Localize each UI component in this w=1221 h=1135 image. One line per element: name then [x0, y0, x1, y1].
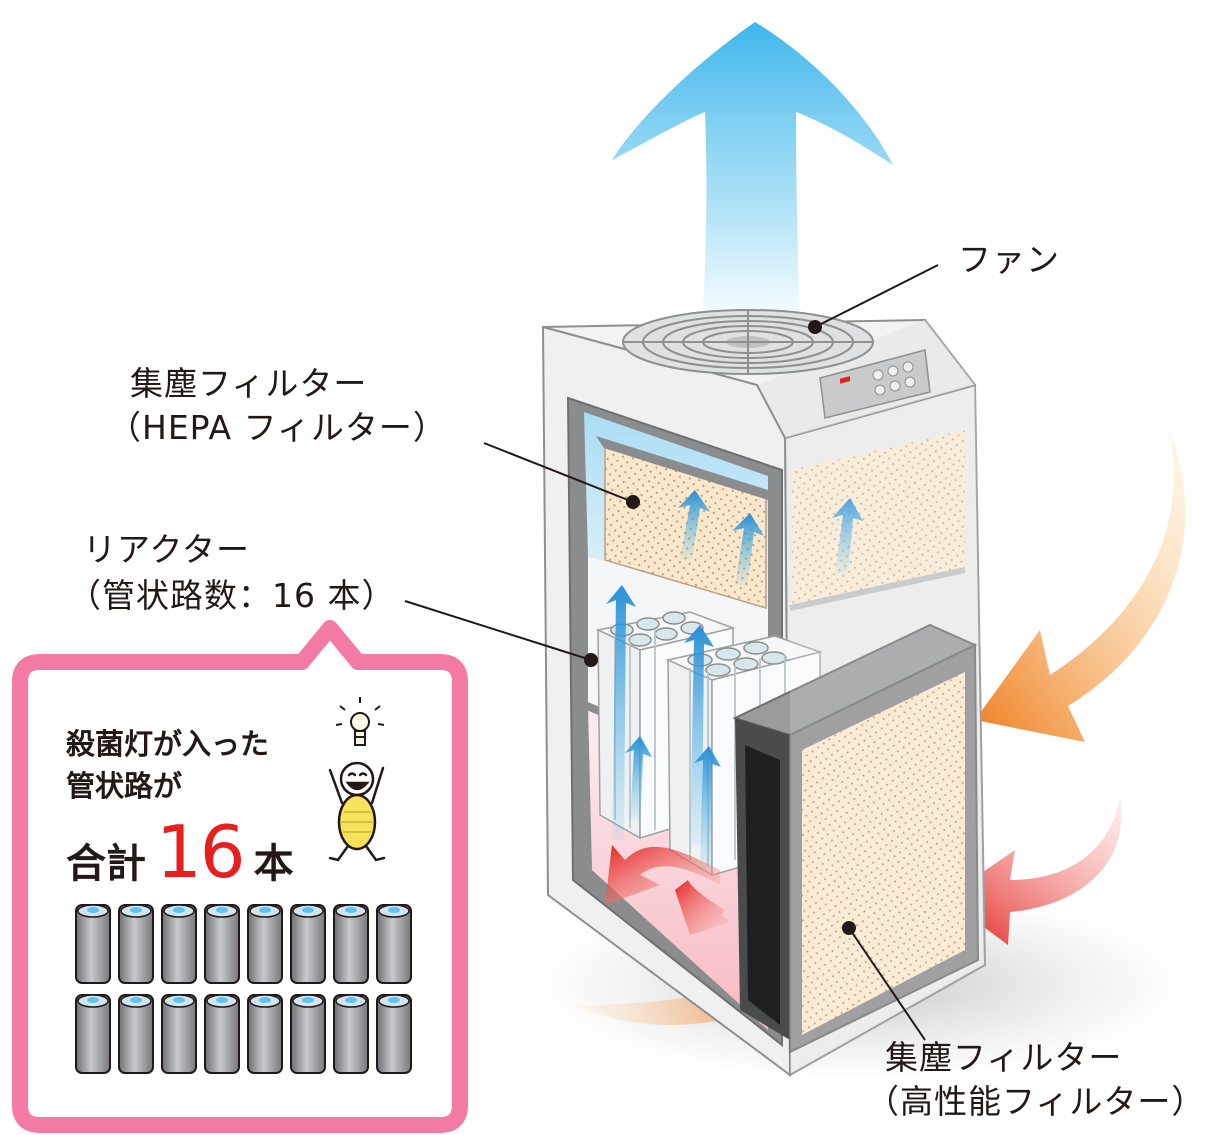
fan-label: ファン [958, 240, 1060, 279]
sterilizer-tube-icon [290, 994, 326, 1074]
fan-grille [622, 309, 874, 375]
sterilizer-tube-icon [247, 904, 283, 984]
hp-filter-label-line1: 集塵フィルター [885, 1038, 1123, 1077]
sterilizer-tube-icon [161, 994, 197, 1074]
smiling-person-icon [328, 761, 386, 862]
sterilizer-tube-icon [247, 994, 283, 1074]
callout-line2: 管状路が [66, 769, 183, 803]
hepa-filter-label-line2: （HEPA フィルター） [108, 408, 447, 447]
sterilizer-tube-icon [333, 994, 369, 1074]
sterilizer-tube-icon [161, 904, 197, 984]
sterilizer-tube-icon [118, 904, 154, 984]
sterilizer-tube-icons [75, 904, 412, 1074]
sterilizer-tube-icon [376, 904, 412, 984]
total-number: 16 [156, 810, 246, 894]
sterilizer-tube-icon [118, 994, 154, 1074]
sterilizer-tube-icon [333, 904, 369, 984]
internal-airflow-up-arrows [606, 490, 863, 870]
outflow-arrow [612, 22, 893, 330]
sterilizer-tube-icon [204, 904, 240, 984]
sterilizer-tube-icon [204, 994, 240, 1074]
high-performance-filter [732, 623, 980, 1054]
inflow-arrow-lower [945, 798, 1122, 945]
hp-filter-label-line2: （高性能フィルター） [866, 1082, 1206, 1121]
total-prefix: 合計 [66, 841, 146, 887]
control-panel [819, 168, 931, 419]
sterilizer-tube-icon [75, 904, 111, 984]
inflow-arrow-upper [975, 425, 1186, 742]
sterilizer-tube-icon [290, 904, 326, 984]
sterilizer-tube-icon [376, 994, 412, 1074]
total-suffix: 本 [253, 841, 294, 887]
reactor-label-line1: リアクター [83, 530, 251, 569]
leader-lines [404, 264, 939, 1041]
lightbulb-icon [335, 697, 385, 746]
reactor-label-line2: （管状路数：16 本） [68, 576, 396, 615]
sterilizer-tube-icon [75, 994, 111, 1074]
hepa-filter-label-line1: 集塵フィルター [130, 364, 368, 403]
callout-line1: 殺菌灯が入った [66, 727, 270, 761]
